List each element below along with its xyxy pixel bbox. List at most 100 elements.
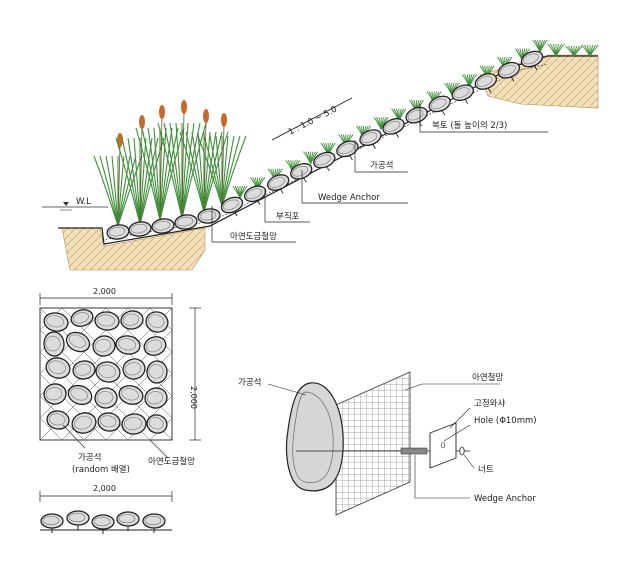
detail-hole (441, 441, 445, 449)
plan-stone (144, 387, 168, 409)
reed-leaf (127, 137, 141, 225)
plan-stone (97, 412, 121, 432)
reed-leaf (115, 137, 141, 225)
detail-hole-label: Hole (Φ10mm) (474, 416, 537, 426)
anchor-pin (395, 132, 399, 138)
plan-stone (122, 358, 146, 380)
reed-leaf (181, 122, 207, 219)
plan-stone-note: (random 배열) (72, 465, 130, 475)
detail-nut-label: 너트 (478, 464, 494, 475)
reed-stem (159, 115, 163, 221)
reed-leaf (209, 135, 223, 207)
anchor-pin (325, 165, 330, 172)
plan-stone (120, 310, 144, 330)
plan-height-dimension: 2,000 (189, 386, 198, 409)
reed-leaf (141, 127, 161, 221)
water-level-label: W.L (76, 197, 91, 207)
svg-text:가공석: 가공석 (370, 160, 393, 171)
ground-line (58, 55, 598, 245)
reed-leaf (105, 155, 119, 227)
plan-stone (43, 312, 69, 332)
reed-leaf (93, 155, 119, 227)
detail-mesh-label: 아연철망 (472, 372, 503, 383)
grass-blade (380, 117, 389, 130)
slope-stone (405, 106, 428, 124)
svg-text:부직포: 부직포 (276, 211, 300, 222)
plan-stone (71, 412, 97, 434)
slope-stone (336, 140, 359, 158)
slope-stone (106, 224, 130, 240)
slope-stone (290, 162, 313, 180)
elevation-stone-row (40, 510, 166, 534)
plan-stone (65, 331, 91, 353)
water-level-marker (63, 202, 69, 206)
slope-stone (359, 129, 382, 146)
callout-galvanized-mesh: 아연도금철망 (211, 206, 296, 243)
reed-stem (221, 123, 225, 207)
anchor-pin (279, 188, 284, 194)
slope-ratio-line (271, 97, 353, 141)
soil-left (61, 227, 206, 271)
callout-soil-cover: 복토 (돌 높이의 2/3) (419, 104, 548, 133)
anchor-pin (441, 109, 446, 116)
slope-stone-row (106, 50, 544, 240)
detail-nut (459, 446, 465, 456)
reed-leaf (181, 122, 195, 219)
reed-leaf (139, 137, 159, 225)
reed-leaf (159, 127, 179, 221)
elevation-width-dimension: 2,000 (93, 484, 116, 493)
anchor-pin (510, 75, 515, 82)
reed-leaf (121, 137, 141, 225)
plan-width-dimension: 2,000 (93, 287, 116, 296)
reed-leaf (159, 127, 167, 221)
reed-leaf (181, 122, 189, 219)
reed-head (181, 100, 187, 114)
detail-washer-label: 고정와샤 (474, 398, 505, 409)
reed-leaf (157, 122, 183, 219)
slope-stone (497, 61, 521, 79)
grass-blade (539, 39, 548, 53)
anchor-pin (464, 98, 469, 104)
reed-leaf (179, 131, 205, 213)
svg-text:아연도금철망: 아연도금철망 (230, 231, 277, 242)
reed-stem (181, 110, 185, 219)
reed-leaf (191, 131, 205, 213)
cross-section: W.L 1 : 1.0 ~ 5.0 아연도금철망 부직포 Wedge Ancho… (42, 39, 599, 271)
reed-leaf (169, 122, 183, 219)
plan-stone (72, 360, 96, 380)
reed-head (221, 113, 227, 127)
detail-mesh-panel (335, 371, 411, 516)
plan-stone (92, 335, 116, 357)
reed-head (139, 115, 145, 129)
grass-blade (310, 151, 319, 164)
detail-anchor-label: Wedge Anchor (474, 494, 536, 504)
reed-stem (203, 119, 207, 213)
slope-stone (151, 218, 175, 234)
plan-stone (95, 361, 121, 383)
plan-stone (143, 336, 167, 356)
reed-stem (117, 143, 121, 227)
reed-leaf (221, 135, 247, 207)
plan-stone (67, 384, 93, 406)
plan-stone-label: 가공석 (78, 452, 101, 463)
reed-leaf (111, 155, 119, 227)
callout-wedge-anchor: Wedge Anchor (301, 170, 408, 204)
slope-stone (197, 208, 221, 224)
plan-stone (118, 385, 144, 405)
plan-stone (145, 311, 169, 333)
reed-leaf (159, 127, 173, 221)
reed-leaf (215, 135, 223, 207)
plan-stone (94, 311, 120, 331)
anchor-pin (302, 177, 307, 183)
slope-stone (243, 185, 267, 203)
anchor-pin (256, 199, 261, 206)
plan-stone (146, 360, 168, 384)
plan-stone (146, 414, 168, 434)
reed-leaf (135, 127, 161, 221)
elevation-stone (66, 510, 90, 526)
svg-text:복토 (돌 높이의 2/3): 복토 (돌 높이의 2/3) (432, 120, 507, 131)
plan-stone-pattern (43, 309, 169, 435)
grass-blade (589, 44, 599, 57)
grass-blade (239, 185, 248, 199)
